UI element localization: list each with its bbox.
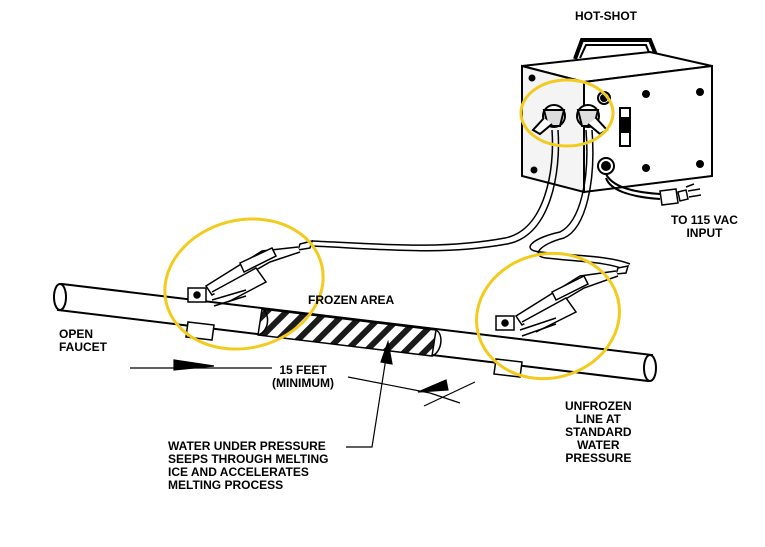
clamp-left (187, 239, 314, 307)
distance-dimension (130, 359, 476, 407)
terminal-knob-left (531, 104, 566, 136)
highlight-terminals (519, 78, 615, 148)
frozen-area-hatch (257, 308, 442, 357)
clamp-right (495, 265, 630, 337)
cable-right (529, 129, 631, 271)
highlight-rings (163, 78, 621, 381)
hot-shot-unit (521, 38, 713, 194)
hot-shot-label: HOT-SHOT (575, 9, 637, 23)
frozen-area-label: FROZEN AREA (308, 293, 395, 307)
distance-label: 15 FEET (MINIMUM) (272, 363, 334, 390)
highlight-clamp-right (475, 251, 621, 381)
water-note-leader (346, 339, 393, 448)
water-note-label: WATER UNDER PRESSURE SEEPS THROUGH MELTI… (168, 439, 329, 492)
power-plug (659, 183, 702, 206)
terminal-knob-right (576, 104, 609, 136)
open-faucet-label: OPEN FAUCET (59, 327, 107, 354)
input-voltage-label: TO 115 VAC INPUT (671, 213, 738, 240)
power-cord (605, 173, 661, 200)
unfrozen-line-label: UNFROZEN LINE AT STANDARD WATER PRESSURE (565, 399, 632, 465)
highlight-clamp-left (163, 217, 325, 351)
cable-left (311, 129, 560, 252)
